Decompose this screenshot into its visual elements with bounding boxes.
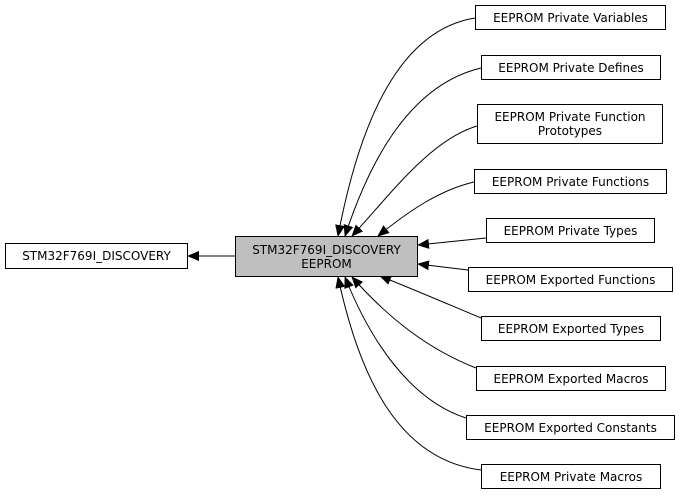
current-group-label: STM32F769I_DISCOVERY EEPROM <box>252 242 401 271</box>
edge-private-variables <box>335 17 476 237</box>
child-label: EEPROM Exported Macros <box>493 371 649 386</box>
edge-exported-functions <box>417 260 469 271</box>
edge-exported-macros <box>351 276 477 369</box>
child-node-private-functions[interactable]: EEPROM Private Functions <box>474 169 667 194</box>
edge-exported-types <box>379 275 482 319</box>
child-label: EEPROM Exported Types <box>497 321 645 336</box>
edge-private-types <box>417 237 487 249</box>
edge-private-functions <box>377 181 475 237</box>
child-node-private-variables[interactable]: EEPROM Private Variables <box>475 5 666 30</box>
child-label: EEPROM Private Macros <box>499 469 643 484</box>
edge-private-defines <box>343 67 482 237</box>
child-node-private-function-prototypes[interactable]: EEPROM Private Function Prototypes <box>477 104 663 144</box>
child-label: EEPROM Private Types <box>503 223 638 238</box>
child-node-private-types[interactable]: EEPROM Private Types <box>486 218 655 243</box>
parent-group-label: STM32F769I_DISCOVERY <box>22 249 171 263</box>
child-label: EEPROM Exported Functions <box>485 272 656 287</box>
child-node-private-defines[interactable]: EEPROM Private Defines <box>481 55 661 80</box>
child-label: EEPROM Exported Constants <box>484 420 657 435</box>
child-node-private-macros[interactable]: EEPROM Private Macros <box>481 464 661 489</box>
child-node-exported-constants[interactable]: EEPROM Exported Constants <box>466 415 675 440</box>
edge-private-macros <box>335 276 482 471</box>
edge-exported-constants <box>344 276 467 419</box>
child-node-exported-types[interactable]: EEPROM Exported Types <box>481 316 661 341</box>
child-node-exported-macros[interactable]: EEPROM Exported Macros <box>476 366 666 391</box>
child-label: EEPROM Private Functions <box>491 174 650 189</box>
child-label: EEPROM Private Function Prototypes <box>494 110 646 138</box>
parent-group-node[interactable]: STM32F769I_DISCOVERY <box>5 243 188 269</box>
edge-private-function-prototypes <box>351 125 478 237</box>
current-group-node: STM32F769I_DISCOVERY EEPROM <box>235 236 418 277</box>
child-label: EEPROM Private Defines <box>498 60 644 75</box>
child-label: EEPROM Private Variables <box>493 10 648 25</box>
child-node-exported-functions[interactable]: EEPROM Exported Functions <box>468 267 673 292</box>
